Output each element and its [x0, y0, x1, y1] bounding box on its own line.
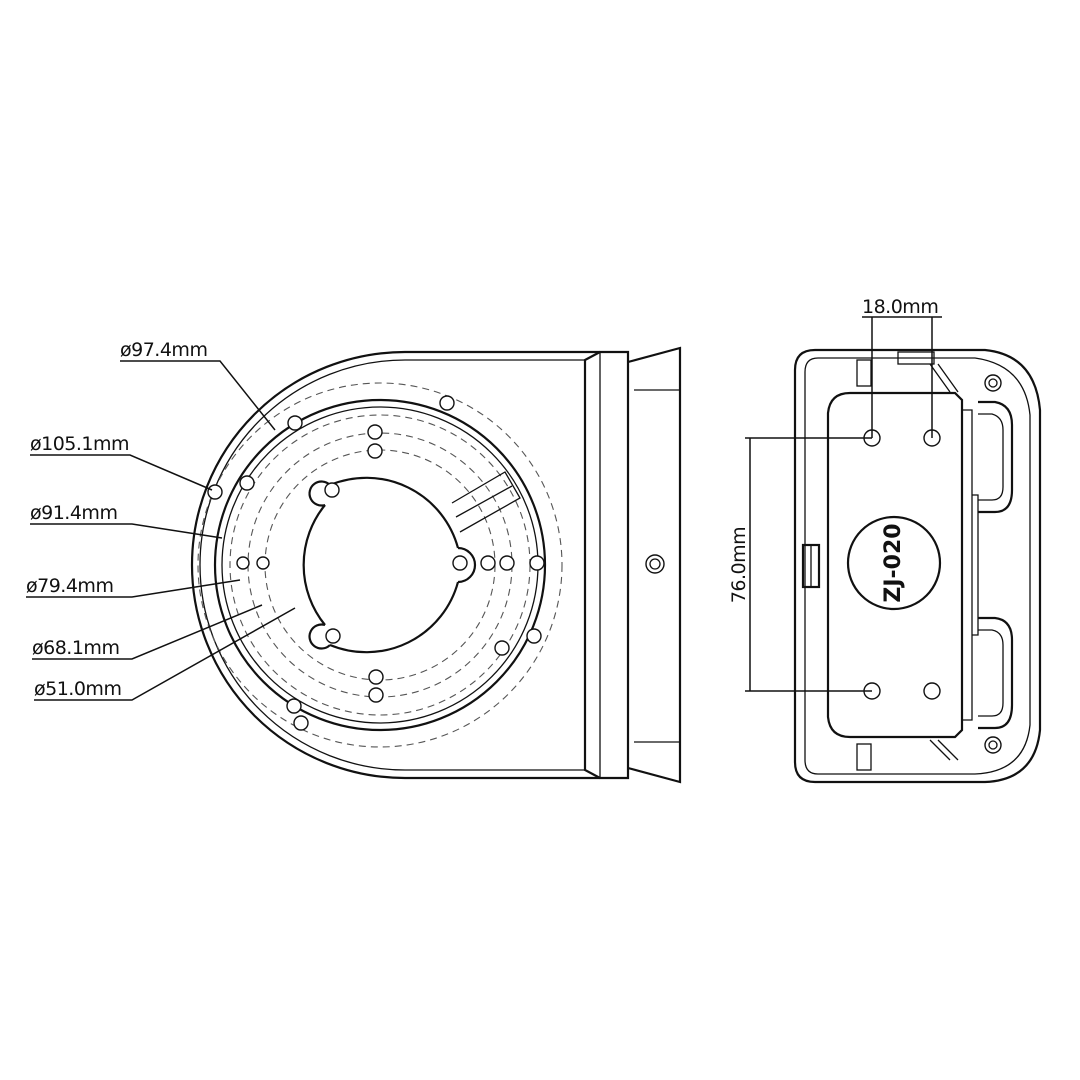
arm-screw — [645, 554, 665, 574]
hole — [236, 556, 250, 570]
hole — [439, 395, 455, 411]
dimension-leaders — [26, 360, 296, 701]
hole — [207, 484, 223, 500]
height-dimension — [745, 437, 872, 692]
housing-outline — [793, 348, 1042, 784]
height-label: 76.0mm — [728, 527, 750, 603]
center-opening — [302, 476, 460, 654]
latch-slot — [929, 363, 959, 393]
hole — [367, 424, 383, 440]
hinge-lower — [978, 616, 1014, 730]
dim-label-105: ø105.1mm — [30, 433, 129, 455]
housing-inner — [804, 357, 1031, 775]
hole — [499, 555, 515, 571]
hole — [293, 715, 309, 731]
corner-screw — [984, 736, 1002, 754]
latch-slot — [929, 739, 959, 761]
central-boss — [846, 515, 942, 611]
hole — [368, 687, 384, 703]
dim-label-51: ø51.0mm — [34, 678, 121, 700]
top-latch — [897, 351, 935, 365]
hinge-upper — [978, 400, 1014, 514]
hole — [287, 415, 303, 431]
hole — [452, 555, 468, 571]
dim-label-97: ø97.4mm — [120, 339, 207, 361]
dim-label-91: ø91.4mm — [30, 502, 117, 524]
top-tab — [856, 359, 872, 387]
bottom-tab — [856, 743, 872, 771]
width-dimension — [862, 316, 942, 438]
mounting-ring — [213, 398, 547, 732]
hole — [368, 669, 384, 685]
hole — [324, 482, 340, 498]
hole — [529, 555, 545, 571]
hole — [367, 443, 383, 459]
dim-label-79: ø79.4mm — [26, 575, 113, 597]
mounting-plate — [826, 391, 964, 739]
hole — [239, 475, 255, 491]
wall-arm — [583, 350, 630, 780]
plate-flange — [962, 409, 979, 721]
notch — [457, 546, 477, 584]
hole — [256, 556, 270, 570]
plate-hole — [923, 682, 941, 700]
side-view: ZJ-020 18.0mm 76.0mm — [728, 296, 1042, 784]
front-view: ø97.4mm ø105.1mm ø91.4mm ø79.4mm ø68.1mm… — [26, 339, 682, 784]
cable-channel — [451, 471, 521, 533]
model-label: ZJ-020 — [881, 523, 906, 602]
notch — [308, 480, 331, 507]
notch — [308, 623, 331, 650]
hole — [526, 628, 542, 644]
circle-105 — [197, 382, 563, 748]
bracket-outline — [190, 350, 600, 780]
hinge-upper-inner — [978, 413, 1004, 501]
hole — [480, 555, 496, 571]
bracket-inner-outline — [199, 359, 585, 771]
holes — [207, 395, 545, 731]
hole — [494, 640, 510, 656]
hole — [325, 628, 341, 644]
dim-label-68: ø68.1mm — [32, 637, 119, 659]
hole — [286, 698, 302, 714]
wall-plate — [627, 346, 682, 784]
circle-79 — [247, 432, 513, 698]
hinge-lower-inner — [978, 629, 1004, 717]
corner-screw — [984, 374, 1002, 392]
width-label: 18.0mm — [862, 296, 938, 318]
